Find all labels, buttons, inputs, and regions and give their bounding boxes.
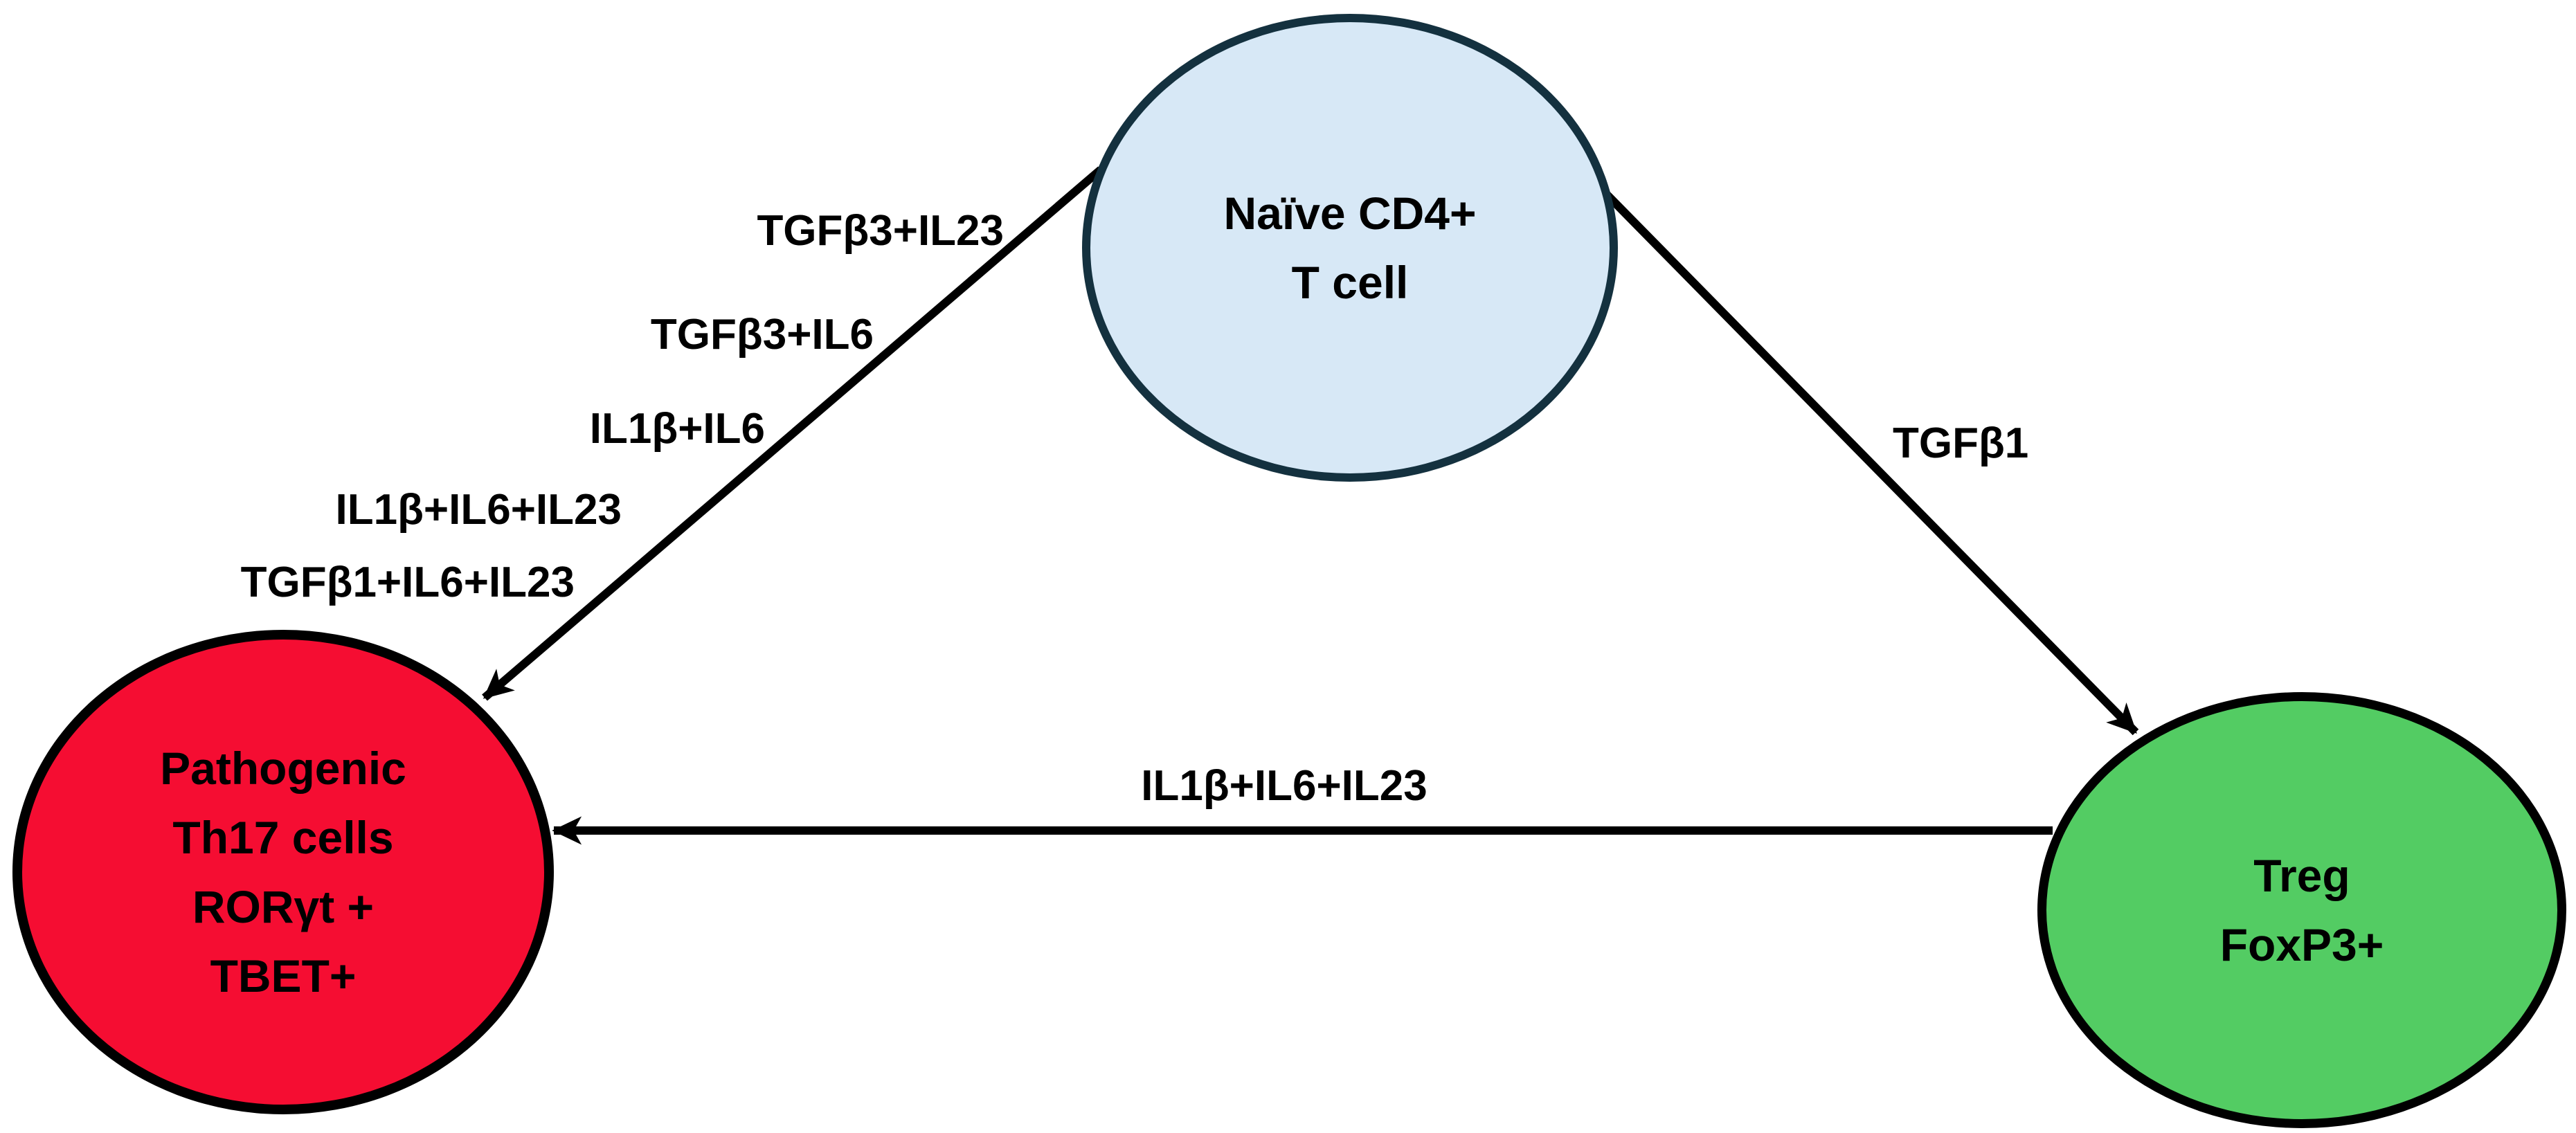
node-label-line: FoxP3+	[2219, 919, 2384, 970]
node-pathogenic-th17: Pathogenic Th17 cells RORγt + TBET+	[12, 630, 554, 1114]
node-label-line: Th17 cells	[172, 812, 394, 863]
node-label-line: Naïve CD4+	[1223, 188, 1477, 239]
edge-label-tgfb3-il6: TGFβ3+IL6	[650, 311, 874, 359]
edge-naive-to-treg-arrow	[1603, 190, 2139, 736]
node-naive-cd4-tcell: Naïve CD4+ T cell	[1082, 14, 1618, 482]
edge-label-il1b-il6-il23: IL1β+IL6+IL23	[335, 486, 622, 534]
node-label-line: TBET+	[210, 950, 357, 1001]
edge-label-tgfb3-il23: TGFβ3+IL23	[757, 207, 1004, 255]
edge-label-il1b-il6: IL1β+IL6	[589, 405, 765, 453]
node-label-line: Pathogenic	[160, 743, 406, 794]
edge-label-tgfb1: TGFβ1	[1893, 419, 2029, 467]
edge-label-tgfb1-il6-il23: TGFβ1+IL6+IL23	[240, 559, 575, 606]
node-label-line: T cell	[1291, 257, 1409, 308]
node-label-line: Treg	[2253, 850, 2350, 901]
edge-naive-to-th17-arrow	[482, 166, 1104, 701]
node-treg-foxp3: Treg FoxP3+	[2037, 692, 2566, 1128]
edge-label-treg-to-th17: IL1β+IL6+IL23	[1141, 762, 1427, 810]
node-label-line: RORγt +	[192, 881, 375, 932]
